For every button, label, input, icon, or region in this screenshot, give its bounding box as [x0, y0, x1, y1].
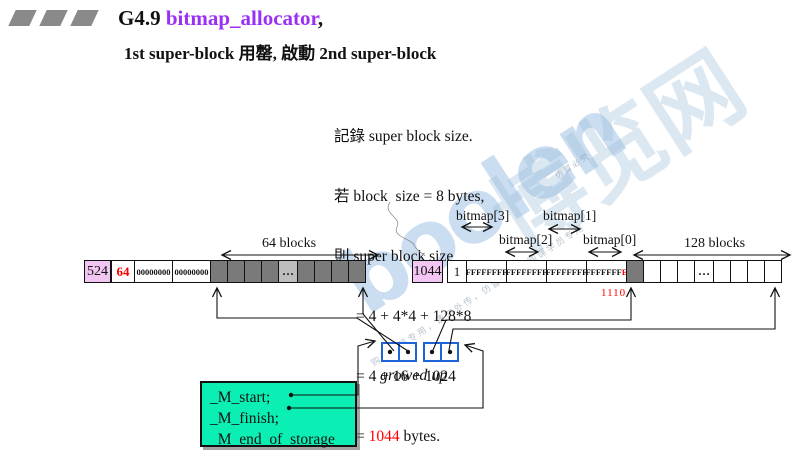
bullet-parallelogram-icon	[8, 10, 37, 26]
member-m-end-of-storage: _M_end_of_storage	[210, 431, 335, 448]
free-block-cell	[713, 260, 731, 283]
iterator-cell	[383, 344, 398, 360]
free-block-cell	[747, 260, 765, 283]
superblock1-size-box: 524	[84, 260, 111, 283]
note-line: 若 block size = 8 bytes,	[334, 188, 485, 205]
growed-up-label: growed up	[380, 367, 448, 384]
free-block-cell	[660, 260, 678, 283]
superblock2-bitmap-cell: FFFFFFFF	[466, 260, 507, 283]
note-result-value: 1044	[368, 428, 400, 445]
free-block-cell	[643, 260, 661, 283]
bitmap0-label: bitmap[0]	[583, 232, 637, 247]
iterator-pair-right	[423, 342, 459, 362]
superblock1-use-count-cell: 64	[111, 260, 135, 283]
ellipsis-cell: …	[278, 260, 298, 283]
superblock2-bitmap-cell: FFFFFFFF	[546, 260, 587, 283]
page-subtitle: 1st super-block 用罄, 啟動 2nd super-block	[124, 44, 437, 63]
superblock1-strip: 64 00000000 00000000 …	[111, 260, 366, 283]
watermark-small-text-2: 仿冒必究	[553, 151, 592, 181]
bitmap3-label: bitmap[3]	[456, 208, 510, 223]
title-prefix: G4.9	[118, 6, 166, 30]
superblock1-bitmap-cell: 00000000	[134, 260, 173, 283]
free-block-cell	[677, 260, 695, 283]
free-block-cell	[764, 260, 782, 283]
used-block-cell	[331, 260, 349, 283]
iterator-cell	[440, 344, 457, 360]
block-count-label-64: 64 blocks	[262, 236, 317, 251]
ellipsis-cell: …	[694, 260, 714, 283]
used-block-cell	[227, 260, 245, 283]
used-block-cell	[297, 260, 315, 283]
used-block-cell	[314, 260, 332, 283]
note-result-line: = 1044 bytes.	[356, 428, 441, 445]
used-block-cell	[626, 260, 644, 283]
note-calc-line: = 4 + 4*4 + 128*8	[356, 308, 472, 325]
used-block-cell	[244, 260, 262, 283]
used-block-cell	[210, 260, 228, 283]
free-block-cell	[730, 260, 748, 283]
superblock2-size-box: 1044	[412, 260, 443, 283]
used-block-cell	[261, 260, 279, 283]
title-highlight: bitmap_allocator	[165, 6, 318, 30]
bits-1110-note: 1110	[601, 287, 627, 299]
note-line: 記錄 super block size.	[334, 128, 473, 145]
title-comma: ,	[317, 6, 324, 30]
page-title: G4.9 bitmap_allocator,	[118, 6, 323, 31]
superblock1-bitmap-cell: 00000000	[172, 260, 211, 283]
vector-members-box: _M_start; _M_finish; _M_end_of_storage	[200, 381, 357, 448]
bitmap2-label: bitmap[2]	[499, 232, 553, 247]
member-m-start: _M_start;	[210, 389, 271, 406]
freed-bit-char: E	[621, 266, 628, 277]
superblock2-bitmap-cell: FFFFFFFF	[506, 260, 547, 283]
bullet-parallelogram-icon	[70, 10, 99, 26]
bullet-parallelogram-icon	[39, 10, 68, 26]
bitmap1-label: bitmap[1]	[543, 208, 597, 223]
used-block-cell	[348, 260, 366, 283]
superblock2-use-count-cell: 1	[447, 260, 467, 283]
iterator-pair-left	[381, 342, 417, 362]
member-m-finish: _M_finish;	[210, 410, 279, 427]
iterator-cell	[398, 344, 415, 360]
block-count-label-128: 128 blocks	[684, 236, 746, 251]
iterator-cell	[425, 344, 440, 360]
